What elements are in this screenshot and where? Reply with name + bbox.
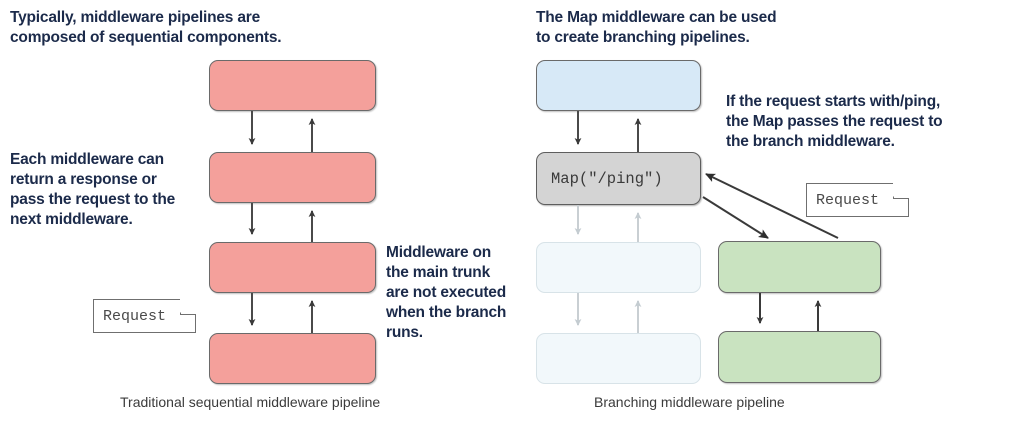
right-map-middleware-label: Map("/ping") (551, 169, 663, 188)
left-request-note: Request (93, 298, 196, 333)
right-request-note: Request (806, 182, 909, 217)
caption-right-pipeline: Branching middleware pipeline (594, 394, 785, 410)
left-middleware-box-2[interactable] (209, 152, 376, 203)
annotation-left-right: Middleware on the main trunk are not exe… (386, 244, 507, 341)
note-fold-corner-icon (180, 298, 196, 315)
right-trunk-box-4-skipped[interactable] (536, 333, 701, 384)
right-trunk-box-1[interactable] (536, 60, 701, 111)
right-trunk-box-3-skipped[interactable] (536, 242, 701, 293)
annotation-left-middle: Each middleware can return a response or… (10, 151, 176, 228)
left-request-note-label: Request (103, 307, 167, 325)
annotation-right-side: If the request starts with/ping, the Map… (726, 93, 943, 150)
annotation-left-top: Typically, middleware pipelines are comp… (10, 9, 282, 46)
left-middleware-box-1[interactable] (209, 60, 376, 111)
left-middleware-box-4[interactable] (209, 333, 376, 384)
right-request-note-label: Request (816, 191, 880, 209)
right-branch-box-2[interactable] (718, 331, 881, 383)
caption-left-pipeline: Traditional sequential middleware pipeli… (120, 394, 381, 410)
left-middleware-box-3[interactable] (209, 242, 376, 293)
right-branch-box-1[interactable] (718, 241, 881, 293)
map-to-branch-arrow (702, 196, 769, 239)
right-map-middleware-box[interactable]: Map("/ping") (536, 152, 701, 205)
annotation-right-top: The Map middleware can be used to create… (536, 9, 777, 46)
note-fold-corner-icon (893, 182, 909, 199)
